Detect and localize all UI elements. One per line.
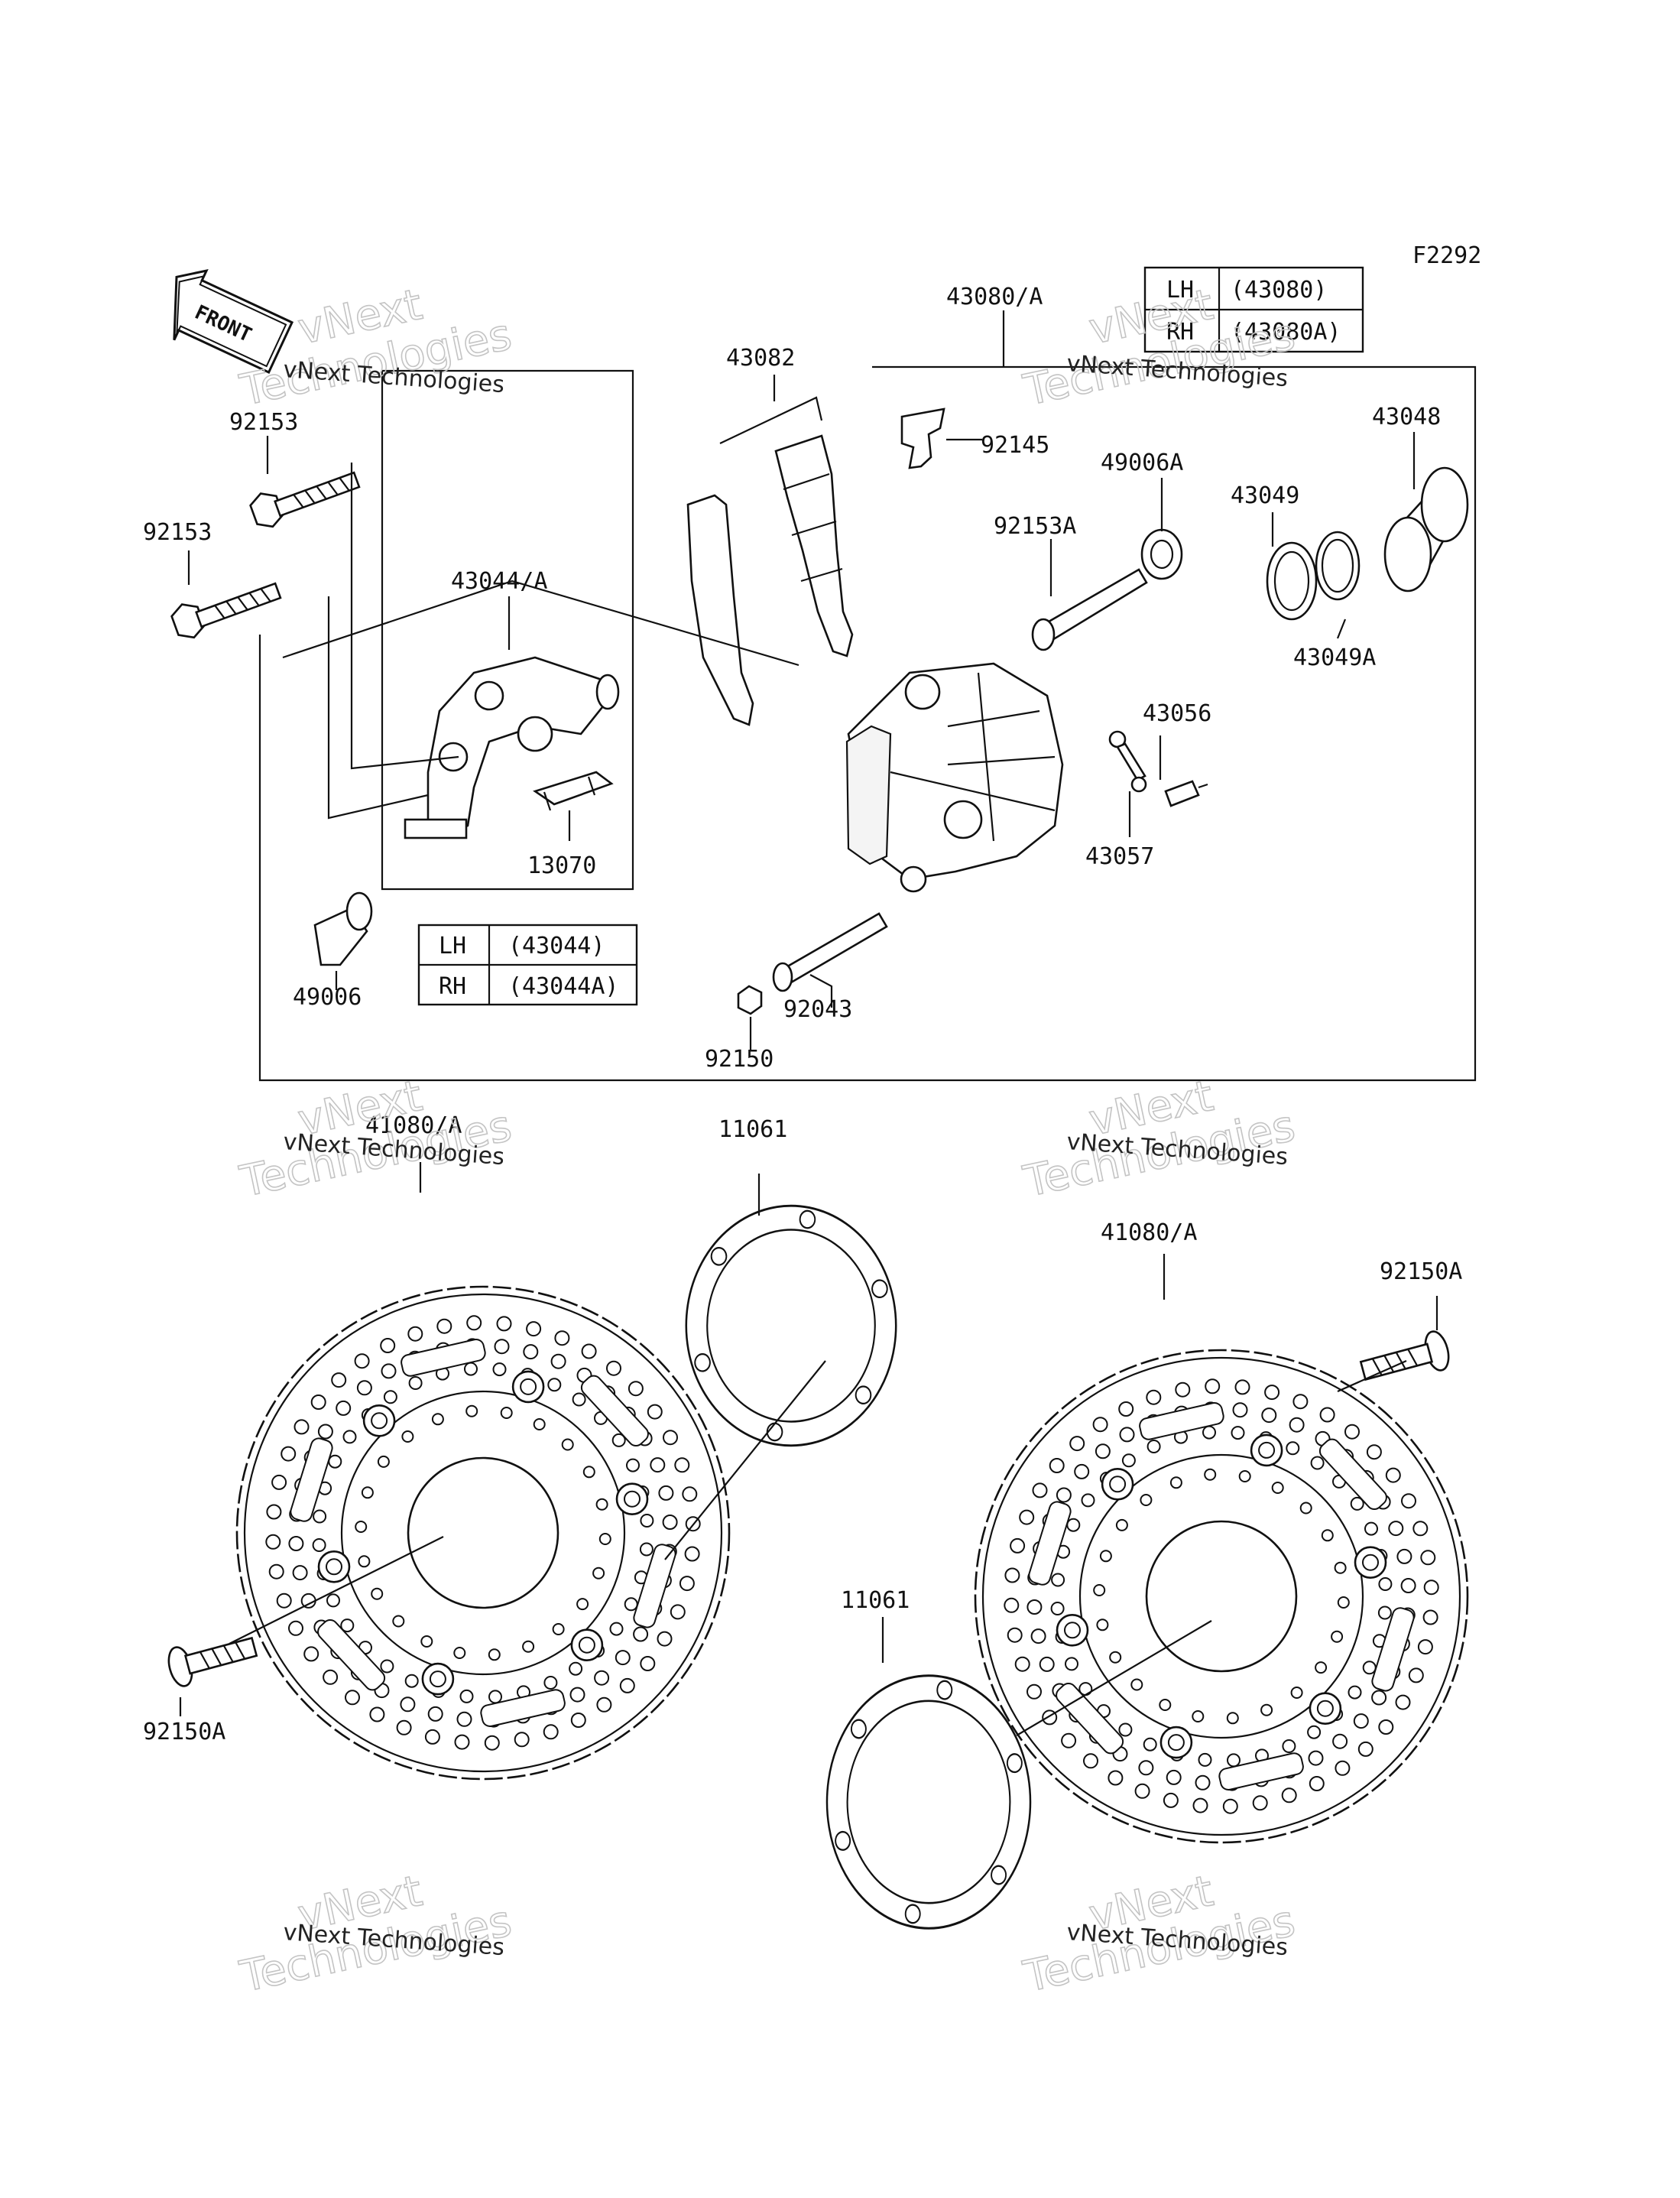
callout-13070: 13070 [527,852,596,879]
caliper-bracket [404,656,620,839]
pin-boot-49006A [1140,528,1183,580]
bracket-table-side-lh: LH [439,933,466,959]
bleed-cap [1108,730,1147,793]
callout-43049: 43049 [1231,482,1299,509]
callout-92150: 92150 [705,1046,774,1073]
callout-43082: 43082 [726,345,795,372]
bracket-frame [381,369,634,891]
callout-49006: 49006 [293,984,362,1011]
nut-92150 [737,985,763,1015]
pad-retainer [900,407,945,469]
pad-spring-clip [533,771,614,811]
disc-bolt-92150A-left [164,1626,261,1690]
bolt-92153-top [246,459,363,533]
brake-disc-right [974,1349,1469,1844]
dust-seal-43049A [1315,531,1361,601]
caliper-body [845,662,1064,893]
callout-92150A-right: 92150A [1380,1258,1462,1285]
callout-92153-top: 92153 [229,409,298,436]
callout-92043: 92043 [783,996,852,1023]
callout-43056: 43056 [1143,700,1211,727]
figure-id: F2292 [1412,242,1481,269]
disc-bolt-92150A-right [1357,1327,1454,1391]
slide-pin-92043 [772,912,888,992]
caliper-table-side-rh: RH [1166,319,1194,346]
brake-pads [686,396,854,726]
callout-43048: 43048 [1372,404,1441,430]
piston-43048 [1383,466,1469,593]
slide-pin-92153A [1031,568,1148,651]
callout-11061-top: 11061 [718,1116,787,1143]
bracket-table-part-lh: (43044) [508,933,605,959]
brake-disc-left [235,1285,731,1781]
watermark-bottom-right: vNext Technologies vNext Technologies [1019,1865,1300,2002]
callout-92153-left: 92153 [143,519,212,546]
callout-92150A-left: 92150A [143,1719,225,1745]
callout-41080A-right: 41080/A [1101,1219,1197,1246]
gasket-11061-top [668,1185,914,1466]
front-arrow-icon: FRONT [173,268,294,374]
bolt-92153-left [167,570,284,644]
caliper-table-part-rh: (43080A) [1231,319,1341,346]
caliper-assembly-frame [258,365,1477,1082]
bleed-valve [1164,780,1208,807]
piston-seal-43049 [1266,541,1318,621]
bracket-side-table: LH (43044) RH (43044A) [417,924,638,1006]
callout-43080A: 43080/A [946,284,1043,310]
bracket-table-side-rh: RH [439,973,466,1000]
watermark-mid-right: vNext Technologies vNext Technologies [1019,1070,1300,1207]
callout-49006A: 49006A [1101,450,1183,476]
caliper-table-side-lh: LH [1166,277,1194,304]
callout-92145: 92145 [981,432,1049,459]
callout-41080A-left: 41080/A [365,1112,462,1139]
callout-43057: 43057 [1085,843,1154,870]
callout-43044A: 43044/A [451,568,547,595]
watermark-bottom-left: vNext Technologies vNext Technologies [235,1865,517,2002]
caliper-side-table: LH (43080) RH (43080A) [1143,266,1364,353]
leader-lines [179,310,1438,1736]
watermark-mid-left: vNext Technologies vNext Technologies [235,1070,517,1207]
bracket-pin-49006 [313,891,373,966]
caliper-table-part-lh: (43080) [1231,277,1327,304]
callout-92153A: 92153A [994,513,1076,540]
callout-43049A: 43049A [1293,644,1376,671]
callout-11061-bottom: 11061 [841,1587,910,1614]
bracket-table-part-rh: (43044A) [508,973,619,1000]
